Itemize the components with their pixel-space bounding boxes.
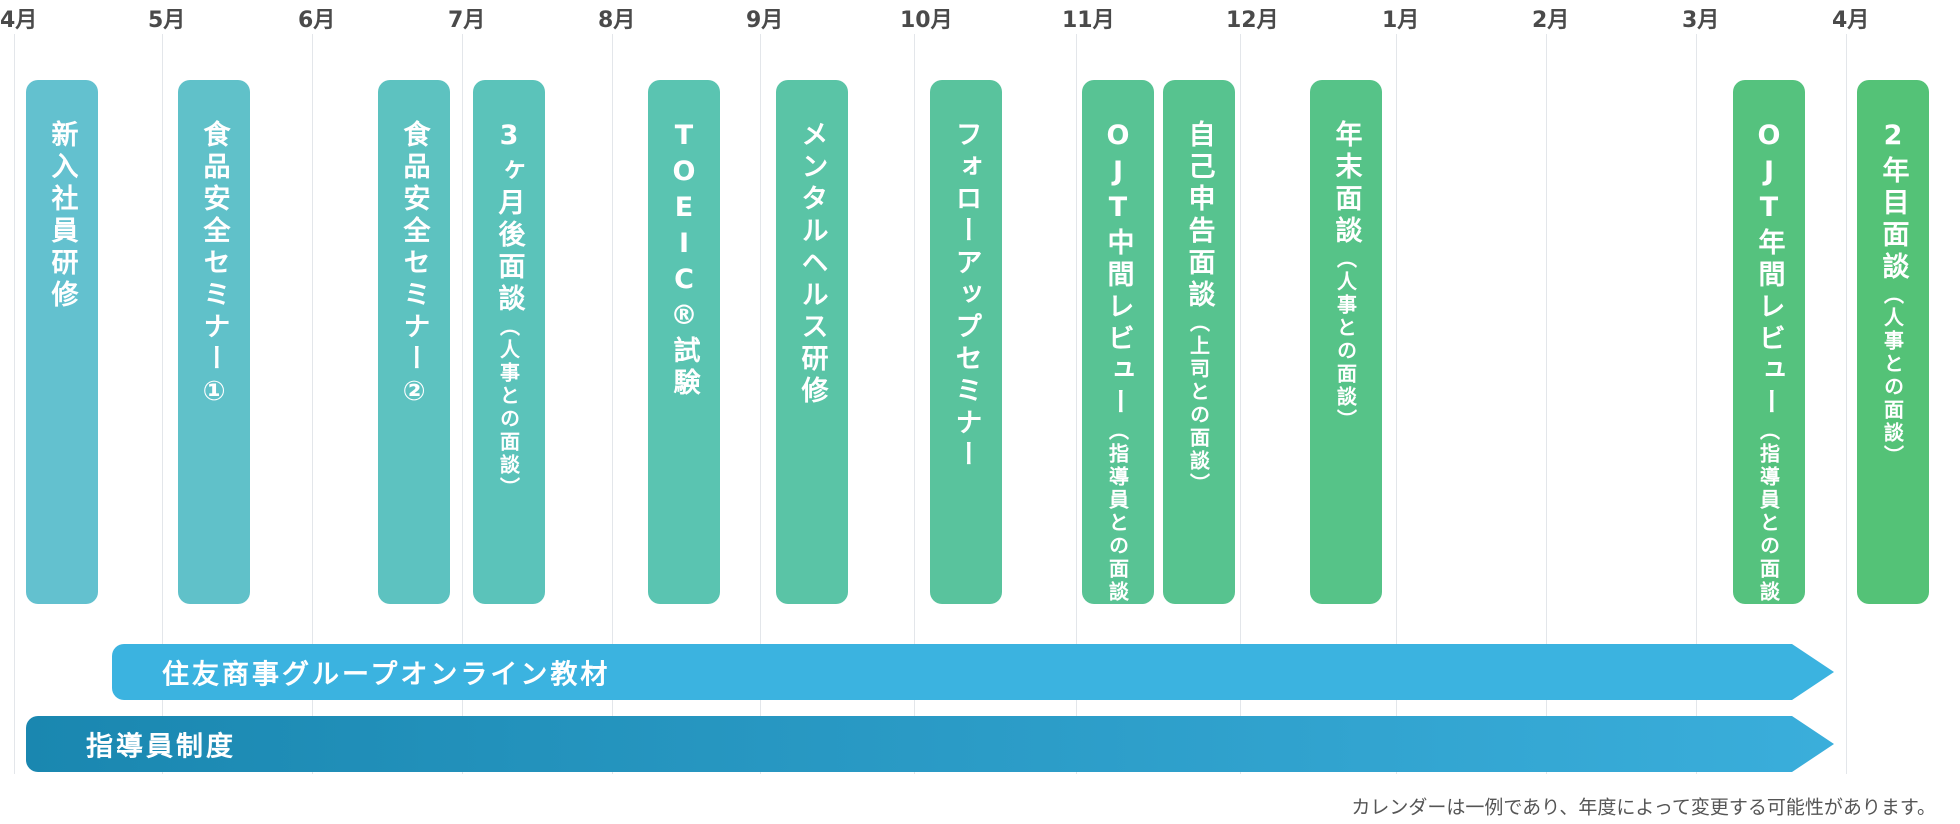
month-gridline: [462, 34, 463, 774]
event-title: 自己申告面談: [1183, 120, 1215, 312]
month-label: 9月: [746, 8, 784, 33]
event-title: 新入社員研修: [46, 120, 78, 312]
event-pill: OJT年間レビュー（指導員との面談）: [1733, 80, 1805, 627]
event-subtitle: （指導員との面談）: [1105, 420, 1130, 627]
event-subtitle: （人事との面談）: [496, 316, 521, 500]
event-title: 食品安全セミナー①: [198, 120, 230, 412]
month-gridline: [1396, 34, 1397, 774]
event-title: 年末面談: [1330, 120, 1362, 248]
month-gridline: [14, 34, 15, 774]
event-pill: 食品安全セミナー①: [178, 80, 250, 604]
disclaimer-note: カレンダーは一例であり、年度によって変更する可能性があります。: [1351, 796, 1936, 819]
event-label: 食品安全セミナー②: [395, 120, 434, 604]
month-label: 1月: [1382, 8, 1420, 33]
event-subtitle: （指導員との面談）: [1756, 420, 1781, 627]
month-gridline: [914, 34, 915, 774]
month-gridline: [1846, 34, 1847, 774]
event-subtitle: （人事との面談）: [1333, 248, 1358, 432]
month-label: 11月: [1062, 8, 1115, 33]
event-label: OJT中間レビュー（指導員との面談）: [1099, 120, 1138, 627]
month-label: 2月: [1532, 8, 1570, 33]
event-label: 2年目面談（人事との面談）: [1874, 120, 1913, 604]
event-title: 食品安全セミナー②: [398, 120, 430, 412]
event-pill: 自己申告面談（上司との面談）: [1163, 80, 1235, 604]
event-pill: メンタルヘルス研修: [776, 80, 848, 604]
event-label: 自己申告面談（上司との面談）: [1180, 120, 1219, 604]
event-subtitle: （人事との面談）: [1880, 284, 1905, 468]
month-label: 8月: [598, 8, 636, 33]
month-label: 3月: [1682, 8, 1720, 33]
event-label: 年末面談（人事との面談）: [1327, 120, 1366, 604]
event-pill: 3ヶ月後面談（人事との面談）: [473, 80, 545, 604]
event-pill: 新入社員研修: [26, 80, 98, 604]
event-pill: フォローアップセミナー: [930, 80, 1002, 604]
bar-label: 指導員制度: [86, 731, 236, 763]
month-gridline: [1546, 34, 1547, 774]
month-label: 12月: [1226, 8, 1279, 33]
month-gridline: [612, 34, 613, 774]
month-label: 5月: [148, 8, 186, 33]
month-label: 7月: [448, 8, 486, 33]
event-label: 食品安全セミナー①: [195, 120, 234, 604]
event-subtitle: （上司との面談）: [1186, 312, 1211, 496]
month-label: 4月: [1832, 8, 1870, 33]
event-title: TOEIC®試験: [668, 120, 700, 400]
mentor-system-bar: 指導員制度: [26, 716, 1834, 772]
event-pill: OJT中間レビュー（指導員との面談）: [1082, 80, 1154, 627]
event-title: フォローアップセミナー: [950, 120, 982, 472]
event-pill: 食品安全セミナー②: [378, 80, 450, 604]
month-gridline: [1240, 34, 1241, 774]
event-pill: 2年目面談（人事との面談）: [1857, 80, 1929, 604]
event-pill: TOEIC®試験: [648, 80, 720, 604]
event-title: メンタルヘルス研修: [796, 120, 828, 408]
event-label: 3ヶ月後面談（人事との面談）: [490, 120, 529, 604]
month-gridline: [1076, 34, 1077, 774]
event-label: 新入社員研修: [43, 120, 82, 604]
online-materials-bar: 住友商事グループオンライン教材: [112, 644, 1834, 700]
event-title: OJT中間レビュー: [1102, 120, 1134, 420]
month-label: 6月: [298, 8, 336, 33]
event-label: TOEIC®試験: [665, 120, 704, 604]
event-pill: 年末面談（人事との面談）: [1310, 80, 1382, 604]
event-label: フォローアップセミナー: [947, 120, 986, 604]
event-label: メンタルヘルス研修: [793, 120, 832, 604]
event-title: OJT年間レビュー: [1753, 120, 1785, 420]
month-gridline: [312, 34, 313, 774]
event-title: 2年目面談: [1877, 120, 1909, 284]
month-gridline: [760, 34, 761, 774]
event-title: 3ヶ月後面談: [493, 120, 525, 316]
month-gridline: [1696, 34, 1697, 774]
event-label: OJT年間レビュー（指導員との面談）: [1750, 120, 1789, 627]
month-gridline: [162, 34, 163, 774]
month-label: 10月: [900, 8, 953, 33]
month-label: 4月: [0, 8, 38, 33]
bar-label: 住友商事グループオンライン教材: [162, 659, 611, 691]
